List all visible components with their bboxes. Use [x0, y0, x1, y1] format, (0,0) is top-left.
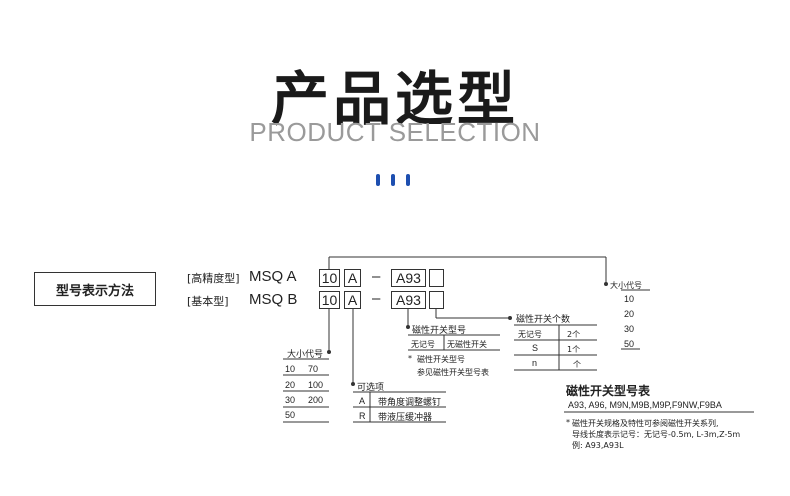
switch-count-title: 磁性开关个数 [516, 315, 571, 325]
size-table-title: 大小代号 [287, 350, 324, 360]
switch-count-qty: 1个 [567, 345, 581, 354]
model-code-precision: MSQ A [249, 268, 297, 285]
switch-type-note: 磁性开关型号 [417, 355, 465, 364]
switch-count-code: S [532, 343, 539, 353]
option-code: R [359, 411, 366, 421]
size-value: 10 [285, 364, 296, 374]
method-label-box: 型号表示方法 [34, 272, 156, 306]
switch-models-note: 例: A93,A93L [572, 441, 624, 450]
switch-models-note: 磁性开关规格及特性可参阅磁性开关系列, [572, 419, 719, 428]
switch-count-box [429, 291, 444, 309]
switch-code-box: A93 [391, 291, 426, 309]
size-value: 100 [308, 380, 324, 390]
size-code-box: 10 [319, 269, 340, 287]
note-star: * [566, 418, 570, 427]
switch-models-note: 导线长度表示记号：无记号-0.5m, L-3m,Z-5m [572, 430, 741, 439]
switch-count-code: 无记号 [518, 330, 542, 339]
model-code-basic: MSQ B [249, 291, 298, 308]
size-right-value: 50 [624, 339, 635, 349]
switch-count-code: n [532, 358, 538, 368]
size-right-value: 20 [624, 309, 635, 319]
switch-type-title: 磁性开关型号 [412, 326, 467, 336]
switch-count-qty: 2个 [567, 330, 581, 339]
dot-bar [391, 174, 395, 186]
size-right-value: 10 [624, 294, 635, 304]
size-value: 30 [285, 395, 296, 405]
size-right-value: 30 [624, 324, 635, 334]
model-prefix-precision: [高精度型] [187, 272, 240, 285]
option-code: A [359, 396, 366, 406]
size-value: 200 [308, 395, 324, 405]
size-right-title: 大小代号 [610, 281, 642, 290]
dot-bar [376, 174, 380, 186]
option-desc: 带角度调整螺钉 [378, 398, 442, 408]
option-desc: 带液压缓冲器 [378, 413, 433, 423]
size-value: 50 [285, 410, 296, 420]
switch-count-box [429, 269, 444, 287]
switch-code-box: A93 [391, 269, 426, 287]
page-subtitle: PRODUCT SELECTION [249, 117, 541, 147]
option-table-title: 可选项 [357, 383, 385, 393]
note-star: * [408, 354, 412, 363]
option-code-box: A [344, 291, 361, 309]
switch-none-desc: 无磁性开关 [447, 340, 487, 349]
page-title: 产品选型 [270, 65, 519, 133]
switch-none-code: 无记号 [411, 340, 435, 349]
dash: – [372, 290, 381, 307]
dot-bar [406, 174, 410, 186]
switch-models-title: 磁性开关型号表 [566, 384, 651, 398]
model-prefix-basic: [基本型] [187, 295, 229, 308]
switch-models-list: A93, A96, M9N,M9B,M9P,F9NW,F9BA [568, 400, 722, 410]
size-code-box: 10 [319, 291, 340, 309]
switch-count-qty: 个 [573, 360, 581, 369]
option-code-box: A [344, 269, 361, 287]
size-value: 70 [308, 364, 319, 374]
switch-type-note: 参见磁性开关型号表 [417, 368, 489, 377]
size-value: 20 [285, 380, 296, 390]
dash: – [372, 268, 381, 285]
